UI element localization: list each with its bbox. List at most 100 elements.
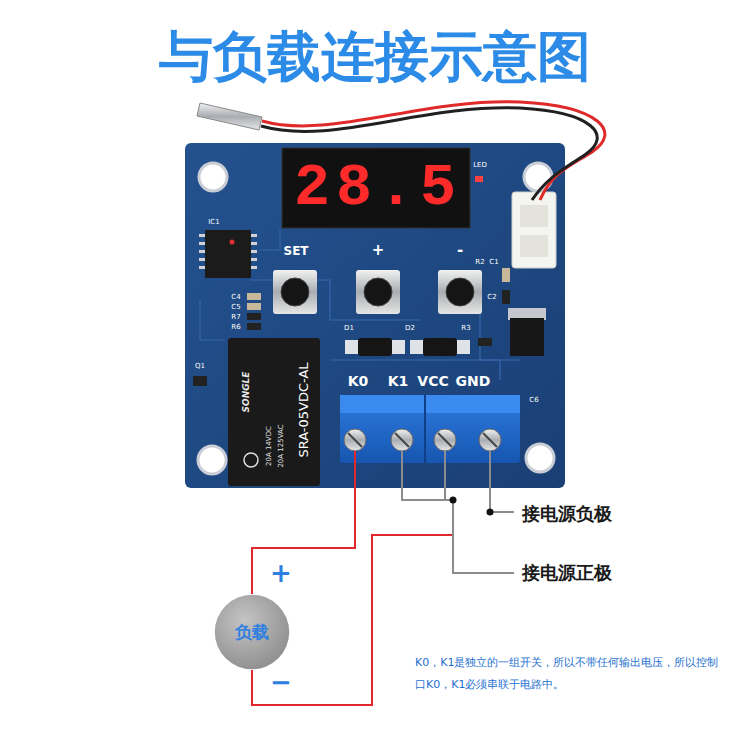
silkscreen-label: D1 bbox=[344, 324, 354, 332]
button-cap bbox=[446, 278, 474, 306]
relay-model: SRA-05VDC-AL bbox=[297, 362, 312, 457]
display-reading: 28.5 bbox=[294, 154, 462, 223]
note-text: K0，K1是独立的一组开关，所以不带任何输出电压，所以控制口K0，K1必须串联于… bbox=[415, 652, 725, 696]
smd-part bbox=[247, 303, 261, 310]
diode bbox=[423, 338, 457, 356]
sensor-connector bbox=[512, 192, 556, 268]
silkscreen-label: Q1 bbox=[195, 362, 205, 370]
screw-slot bbox=[395, 433, 409, 447]
supply-wire bbox=[402, 451, 453, 500]
smd-part bbox=[502, 268, 510, 282]
silkscreen-label: R6 bbox=[231, 323, 240, 331]
screw-slot bbox=[438, 433, 452, 447]
led bbox=[475, 176, 483, 182]
relay bbox=[228, 338, 320, 486]
diode bbox=[358, 338, 392, 356]
screw-slot bbox=[348, 433, 362, 447]
silkscreen-label: R2 bbox=[475, 258, 484, 266]
load-shape bbox=[215, 595, 289, 669]
supply-wire bbox=[453, 500, 514, 573]
terminal-top bbox=[340, 395, 520, 413]
relay-rating: 20A 14VDC bbox=[265, 426, 273, 466]
junction-dot bbox=[487, 509, 494, 516]
button-cap bbox=[281, 278, 309, 306]
trace bbox=[200, 300, 225, 340]
ic-pin bbox=[199, 250, 205, 253]
button-cap bbox=[364, 278, 392, 306]
mounting-hole bbox=[526, 444, 554, 472]
terminal-split bbox=[424, 395, 426, 463]
terminal-label: GND bbox=[456, 373, 491, 389]
terminal-block bbox=[340, 395, 520, 463]
silkscreen-label: C2 bbox=[487, 293, 496, 301]
mounting-hole bbox=[198, 446, 226, 474]
relay-rating: 20A 125VAC bbox=[277, 424, 285, 467]
ic-pins bbox=[199, 234, 257, 269]
connector-slot bbox=[520, 205, 548, 227]
supply-wire bbox=[490, 451, 514, 512]
button-base bbox=[438, 270, 482, 314]
seven-segment-display bbox=[282, 148, 470, 228]
terminal-screw bbox=[344, 429, 366, 451]
ic-pin bbox=[199, 258, 205, 261]
terminal-body bbox=[340, 395, 520, 463]
mounting-hole bbox=[199, 163, 227, 191]
ic-pin bbox=[251, 234, 257, 237]
button-base bbox=[273, 270, 317, 314]
ic-pin bbox=[199, 234, 205, 237]
terminal-screw bbox=[434, 429, 456, 451]
supply-wire bbox=[444, 451, 446, 500]
connector-slot bbox=[520, 235, 548, 257]
smd-part bbox=[247, 313, 261, 320]
screw-slot bbox=[483, 433, 497, 447]
silkscreen-label: C1 bbox=[489, 258, 498, 266]
silkscreen-label: R7 bbox=[231, 313, 240, 321]
ic-chip bbox=[205, 230, 251, 278]
ic-pin bbox=[251, 242, 257, 245]
button-label: SET bbox=[283, 245, 308, 259]
callout-text: 接电源正极 bbox=[522, 563, 612, 584]
terminal-screw bbox=[391, 429, 413, 451]
ic-pin bbox=[251, 258, 257, 261]
smd-part bbox=[247, 323, 261, 330]
diagram-title: 与负载连接示意图 bbox=[0, 26, 750, 88]
button-label: + bbox=[372, 242, 385, 259]
button-label: - bbox=[457, 242, 463, 259]
ic-pin bbox=[199, 242, 205, 245]
smd-part bbox=[247, 293, 261, 300]
pcb-board bbox=[185, 143, 565, 488]
silkscreen-label: IC1 bbox=[208, 218, 219, 226]
push-buttons bbox=[273, 270, 482, 314]
polarity-sign: + bbox=[270, 559, 292, 589]
button-base bbox=[356, 270, 400, 314]
load-circle: 负载 bbox=[214, 594, 290, 670]
relay-logo bbox=[244, 453, 258, 467]
junction-dot bbox=[450, 497, 457, 504]
ic-pin bbox=[251, 250, 257, 253]
silkscreen-label: R3 bbox=[461, 324, 470, 332]
silkscreen-label: C6 bbox=[529, 396, 538, 404]
ic-pin bbox=[251, 266, 257, 269]
terminal-label: K1 bbox=[388, 373, 409, 389]
temperature-probe bbox=[197, 103, 262, 130]
ic-dot bbox=[230, 240, 235, 245]
smd-part bbox=[478, 338, 492, 346]
terminal-label: K0 bbox=[348, 373, 369, 389]
silkscreen-label: C4 bbox=[231, 293, 240, 301]
terminal-screw bbox=[479, 429, 501, 451]
silkscreen-label: D2 bbox=[405, 324, 415, 332]
smd-part bbox=[502, 290, 510, 304]
load-label: 负载 bbox=[235, 621, 269, 644]
polarity-sign: − bbox=[270, 668, 292, 698]
trace bbox=[260, 230, 280, 250]
transistor bbox=[193, 376, 207, 386]
terminal-label: VCC bbox=[417, 373, 448, 389]
callout-text: 接电源负极 bbox=[522, 504, 612, 525]
diodes bbox=[345, 338, 470, 356]
load-wire bbox=[252, 451, 355, 594]
ic-pin bbox=[199, 266, 205, 269]
silkscreen-label: LED bbox=[473, 161, 487, 169]
relay-brand: SONGLE bbox=[241, 372, 251, 413]
